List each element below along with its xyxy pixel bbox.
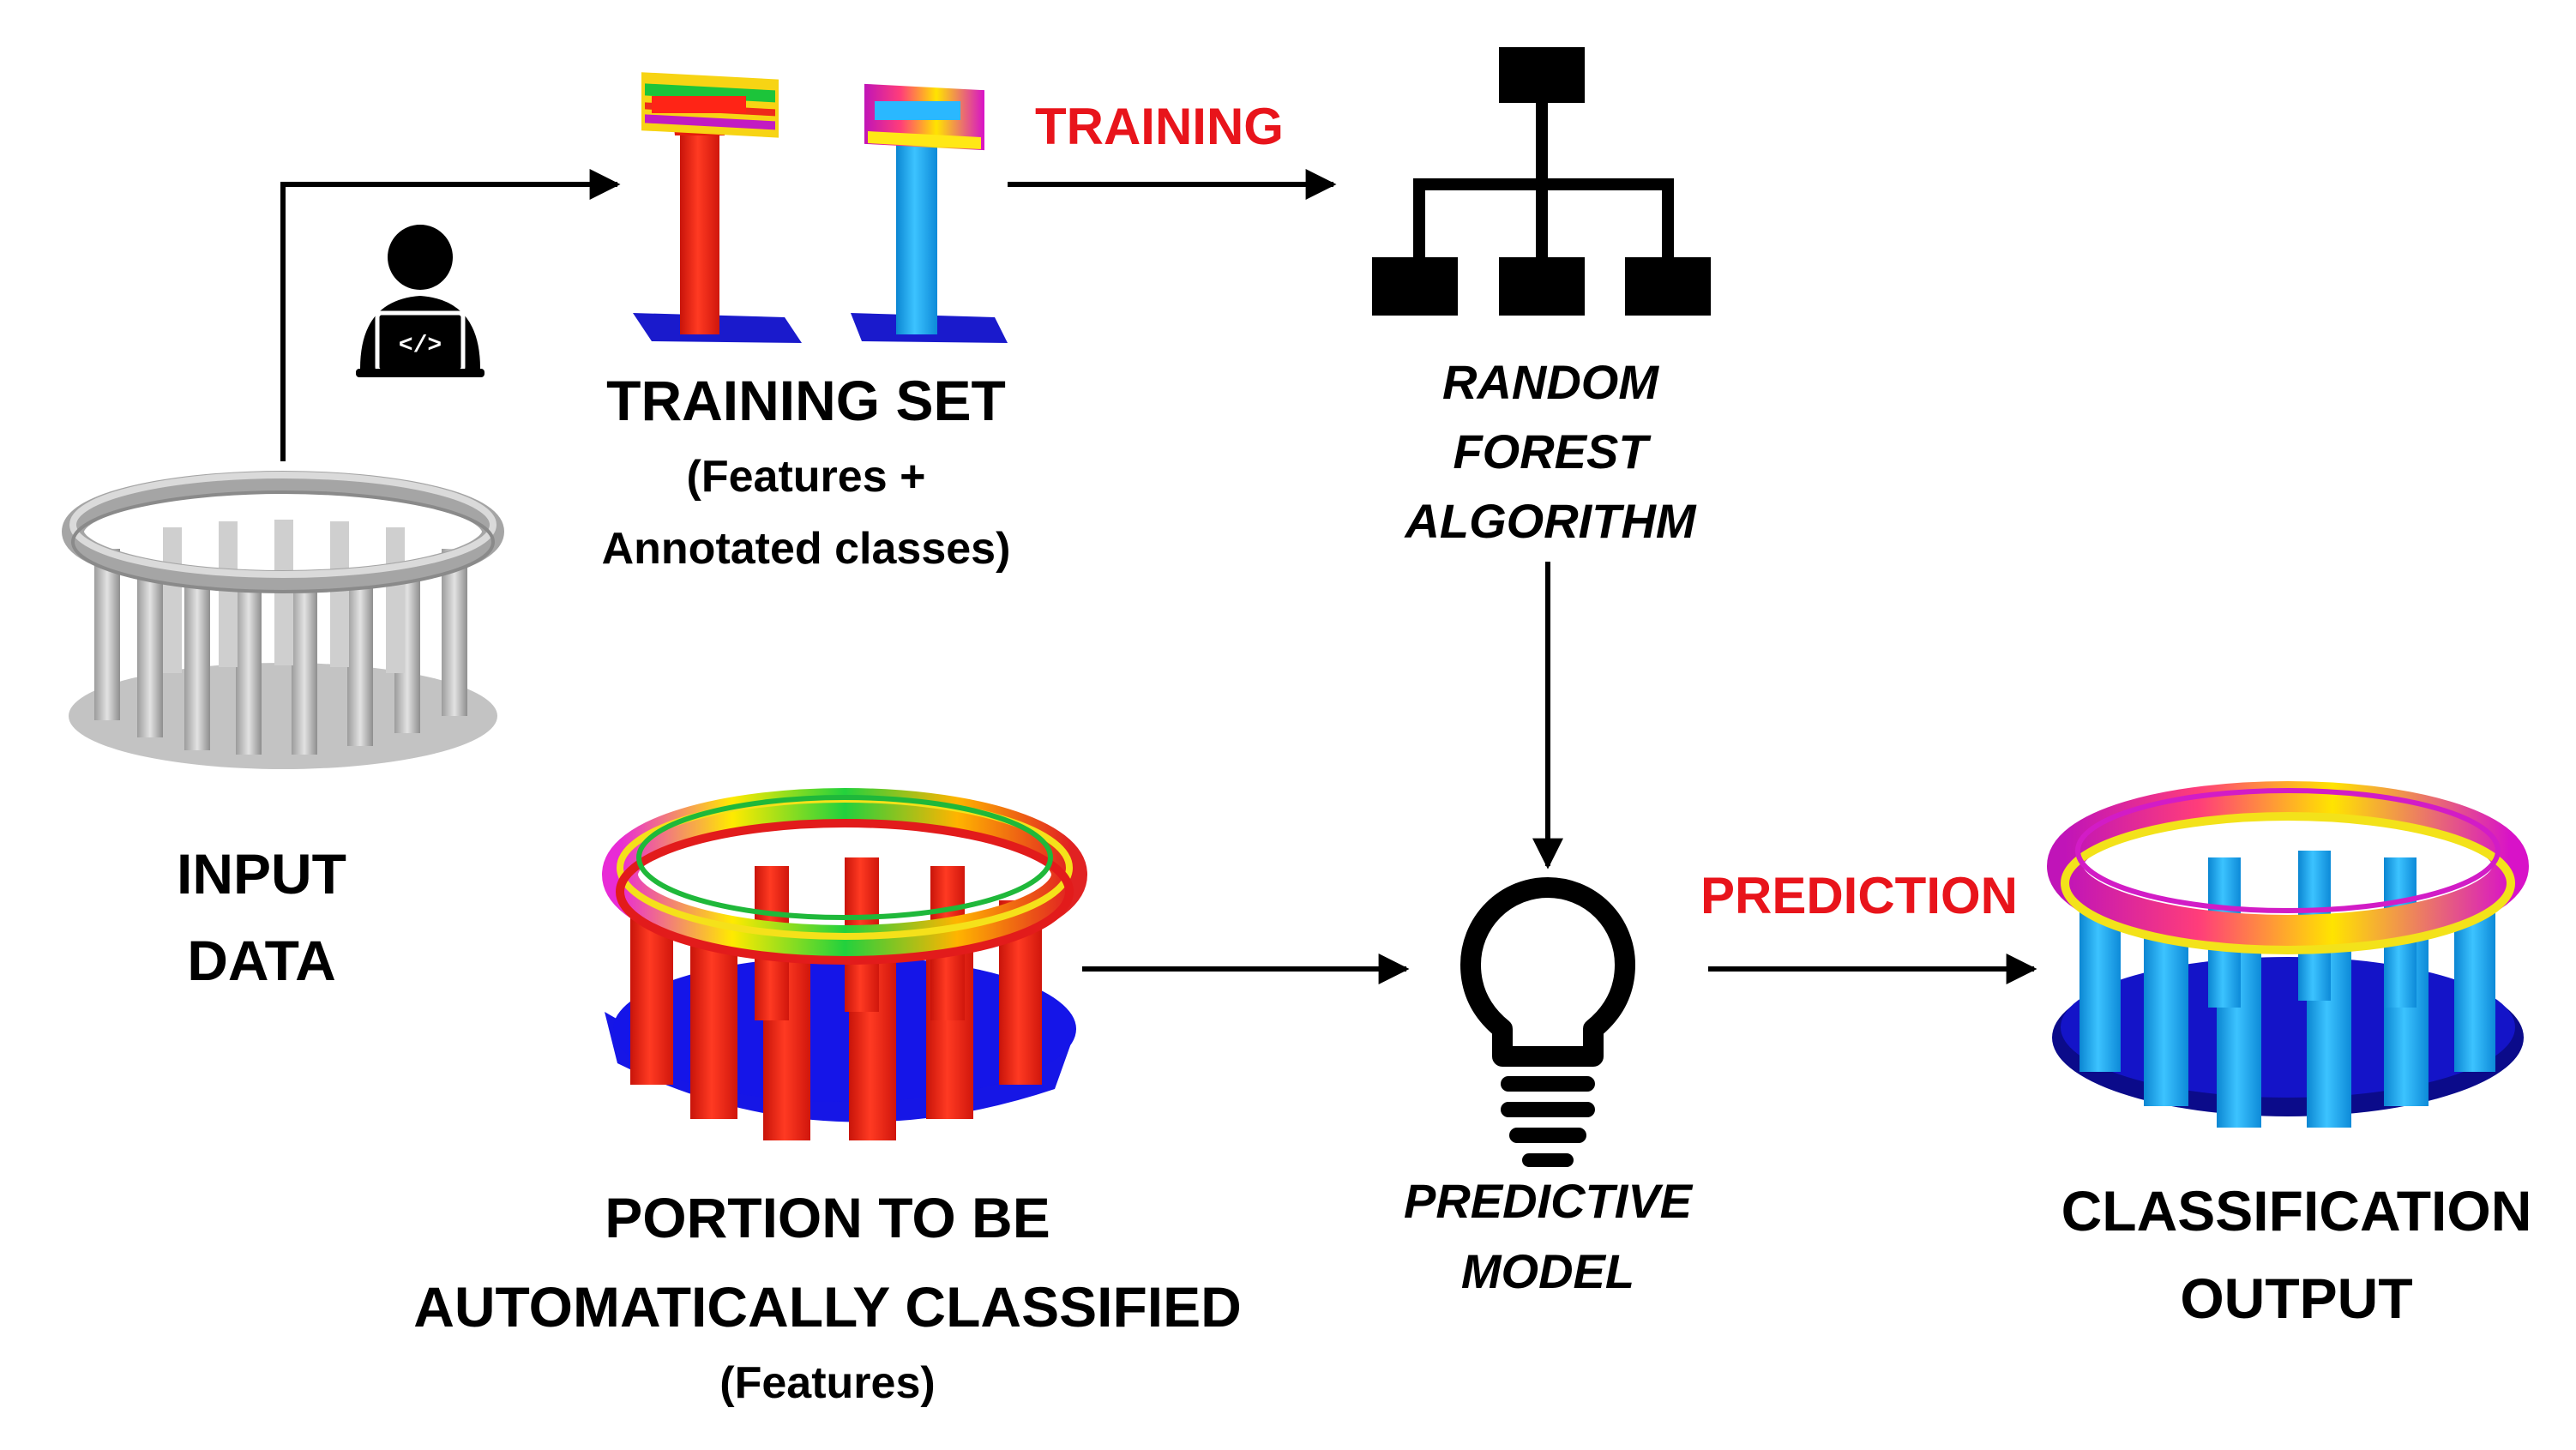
prediction-arrow-label: PREDICTION — [1700, 867, 2018, 924]
random-forest-line1: RANDOM — [1442, 355, 1659, 409]
developer-laptop-icon: </> — [356, 225, 485, 377]
input-label-line2: DATA — [187, 929, 336, 992]
svg-text:</>: </> — [399, 333, 442, 359]
classification-output-colonnade — [2047, 781, 2529, 1128]
training-set-sub2: Annotated classes) — [602, 524, 1011, 574]
training-set-title: TRAINING SET — [606, 369, 1006, 432]
training-set-sub1: (Features + — [687, 452, 926, 502]
training-arrow-label: TRAINING — [1035, 98, 1284, 155]
output-line1: CLASSIFICATION — [2061, 1179, 2532, 1242]
random-forest-line2: FOREST — [1453, 424, 1652, 478]
portion-sub: (Features) — [719, 1358, 935, 1408]
training-column-cyan — [851, 83, 1008, 343]
lightbulb-icon — [1460, 877, 1635, 1167]
portion-line1: PORTION TO BE — [605, 1186, 1050, 1249]
predictive-model-line2: MODEL — [1461, 1244, 1634, 1298]
portion-colonnade — [602, 788, 1087, 1140]
connectors — [280, 169, 2037, 984]
predictive-model-line1: PREDICTIVE — [1404, 1174, 1694, 1228]
input-to-training-arrow — [280, 169, 621, 461]
hierarchy-tree-icon — [1372, 47, 1711, 316]
training-column-red — [633, 72, 802, 343]
input-label-line1: INPUT — [177, 842, 346, 905]
random-forest-line3: ALGORITHM — [1403, 494, 1696, 548]
portion-line2: AUTOMATICALLY CLASSIFIED — [413, 1275, 1242, 1339]
input-data-point-cloud — [62, 471, 504, 769]
output-line2: OUTPUT — [2180, 1266, 2412, 1330]
